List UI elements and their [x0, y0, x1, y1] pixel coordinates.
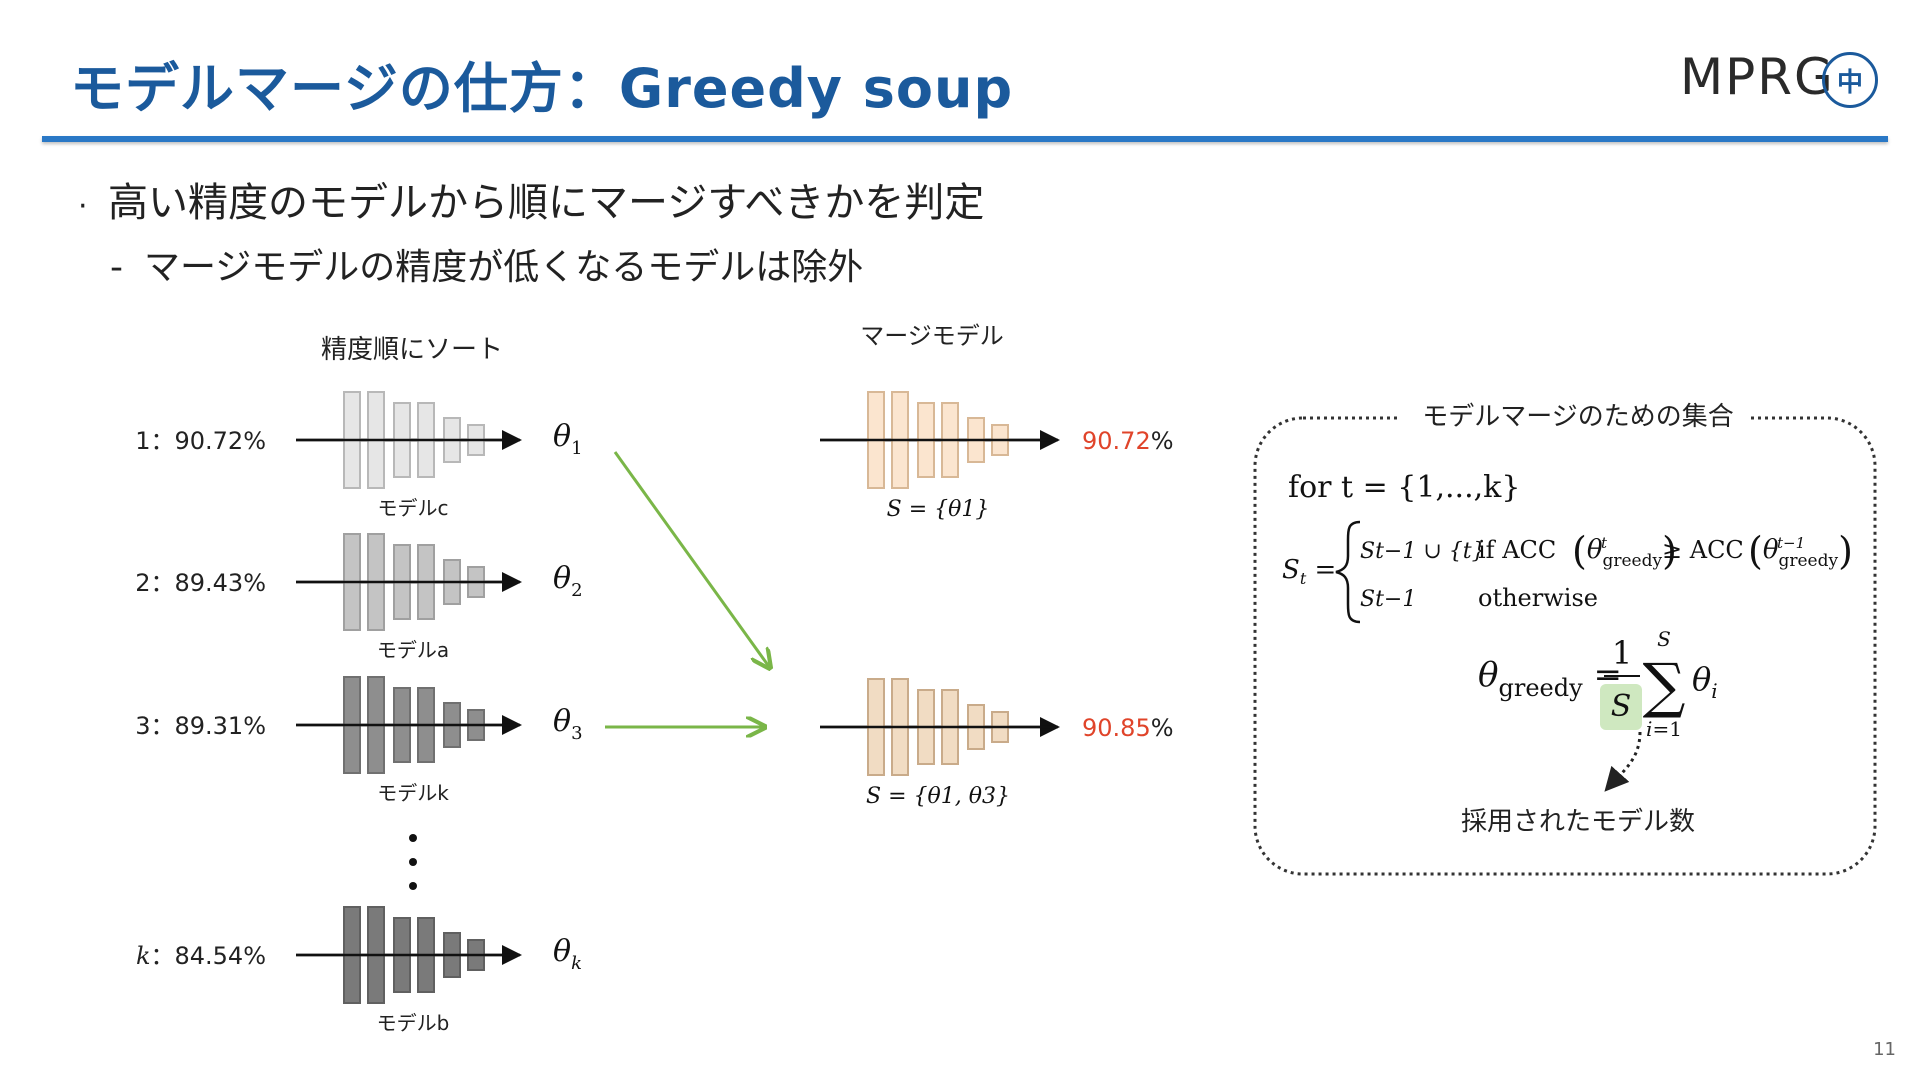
sorted-model-list: 1：90.72% モデルc θ1 2：89.43% モデルa θ2 3：89.31% モデルk…	[135, 391, 583, 1035]
annotation-label: 採用されたモデル数	[1461, 807, 1695, 837]
ellipsis-dot	[409, 834, 417, 842]
case2-condition: otherwise	[1478, 584, 1598, 612]
merged-model-row: 90.85% S = {θ1, θ3}	[820, 678, 1174, 809]
theta-symbol: θ3	[553, 704, 583, 744]
fraction-numerator: 1	[1612, 634, 1632, 672]
bullet-dash-icon: -	[110, 247, 123, 288]
theta-symbol: θk	[553, 934, 582, 974]
ellipsis-dot	[409, 858, 417, 866]
theta-symbol: θ2	[553, 561, 583, 601]
case1-superscript-t-1: t−1	[1777, 534, 1805, 552]
sorted-model-row: 2：89.43% モデルa θ2	[135, 533, 583, 662]
adopted-count-highlight	[1600, 684, 1642, 730]
university-seal-icon: 中	[1822, 52, 1878, 108]
ellipsis-dot	[409, 882, 417, 890]
merged-set-label: S = {θ1}	[887, 497, 990, 522]
bullet-dot-icon: ·	[78, 189, 88, 224]
model-rank-accuracy: 3：89.31%	[135, 712, 266, 740]
formula-box-title-bg	[1400, 400, 1750, 436]
theta-symbol: θ1	[553, 419, 583, 459]
model-name-label: モデルa	[377, 638, 449, 662]
case2-set: St−1	[1360, 587, 1416, 612]
case1-theta-greedy-t-1: (θgreedy)	[1748, 529, 1853, 573]
bullet-main-text: 高い精度のモデルから順にマージすべきかを判定	[108, 180, 985, 226]
title-underline	[42, 136, 1888, 142]
model-rank-accuracy: k：84.54%	[136, 942, 266, 970]
model-rank-accuracy: 2：89.43%	[135, 569, 266, 597]
bullet-sub-text: マージモデルの精度が低くなるモデルは除外	[144, 247, 864, 288]
logo-mprg: MPRG	[1680, 48, 1835, 106]
case1-theta-greedy-t: (θgreedy)	[1572, 529, 1677, 573]
formula-box-title: モデルマージのための集合	[1422, 402, 1733, 432]
slide-title: モデルマージの仕方：Greedy soup	[70, 57, 1014, 120]
bullet-sub: -マージモデルの精度が低くなるモデルは除外	[110, 238, 863, 290]
sum-symbol: ∑	[1643, 651, 1686, 721]
sorted-model-row: k：84.54% モデルb θk	[136, 906, 582, 1035]
model-name-label: モデルb	[377, 1011, 450, 1035]
case1-superscript-t: t	[1601, 534, 1608, 552]
merged-model-list: 90.72% S = {θ1} 90.85% S = {θ1, θ3}	[820, 391, 1174, 809]
merge-column-heading: マージモデル	[860, 322, 1004, 350]
page-number: 11	[1873, 1039, 1896, 1060]
model-rank-accuracy: 1：90.72%	[135, 427, 266, 455]
merged-accuracy: 90.72%	[1082, 427, 1174, 455]
for-loop-line: for t = {1,...,k}	[1288, 470, 1520, 505]
case1-condition: if ACC	[1478, 536, 1556, 564]
merged-model-row: 90.72% S = {θ1}	[820, 391, 1174, 522]
bullet-main: · 高い精度のモデルから順にマージすべきかを判定	[78, 170, 984, 228]
fraction-denominator: S	[1611, 689, 1632, 724]
model-name-label: モデルk	[377, 781, 449, 805]
case1-set: St−1 ∪ {t}	[1360, 539, 1486, 564]
cases-brace	[1335, 520, 1361, 624]
model-name-label: モデルc	[378, 496, 449, 520]
merge-arrow-diagonal	[613, 451, 770, 668]
sum-upper-limit: S	[1657, 627, 1671, 651]
sum-lower-limit: i=1	[1646, 717, 1682, 741]
merged-set-label: S = {θ1, θ3}	[866, 784, 1010, 809]
theta-i: θi	[1692, 660, 1718, 703]
sorted-model-row: 3：89.31% モデルk θ3	[135, 676, 583, 805]
annotation-arrow	[1604, 731, 1642, 792]
sorted-model-row: 1：90.72% モデルc θ1	[135, 391, 583, 520]
case1-compare: ≥ ACC	[1662, 536, 1744, 564]
st-symbol: St =	[1282, 555, 1336, 588]
left-column-heading: 精度順にソート	[321, 335, 503, 365]
merged-accuracy: 90.85%	[1082, 714, 1174, 742]
